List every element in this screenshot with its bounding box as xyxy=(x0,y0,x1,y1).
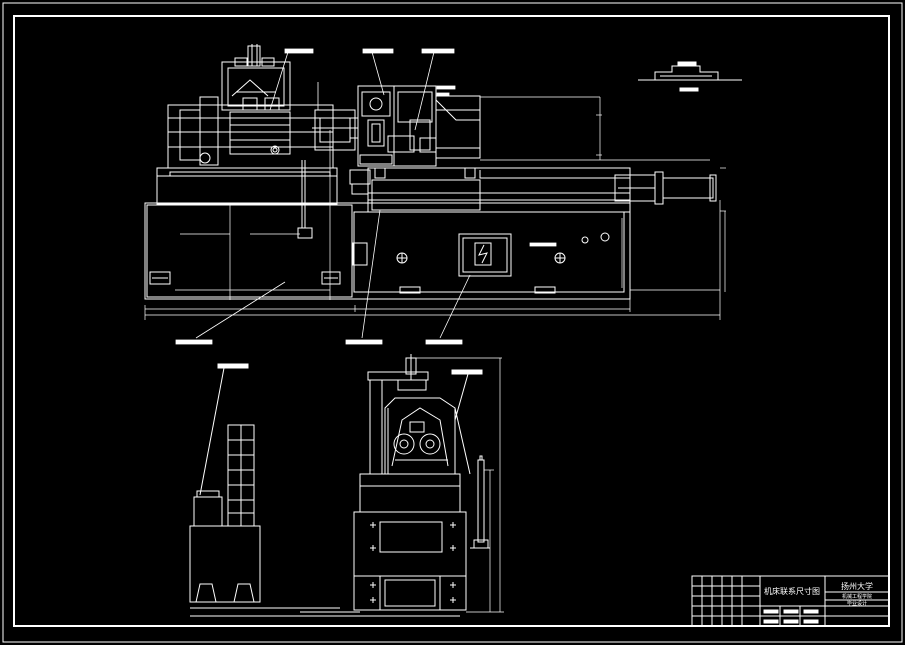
drawing-title: 机床联系尺寸图 xyxy=(764,586,820,596)
side-view xyxy=(353,354,490,611)
title-block xyxy=(691,575,890,627)
side-dimensions xyxy=(411,357,504,613)
front-view xyxy=(144,44,717,300)
school-name: 扬州大学 xyxy=(841,581,873,591)
hydraulic-unit-view xyxy=(189,363,460,617)
detail-view xyxy=(638,61,742,92)
front-leaders xyxy=(175,48,557,345)
department-name: 机械工程学院 xyxy=(842,593,872,600)
front-dimensions xyxy=(144,96,726,320)
drawing-number: 毕业设计 xyxy=(847,600,867,607)
